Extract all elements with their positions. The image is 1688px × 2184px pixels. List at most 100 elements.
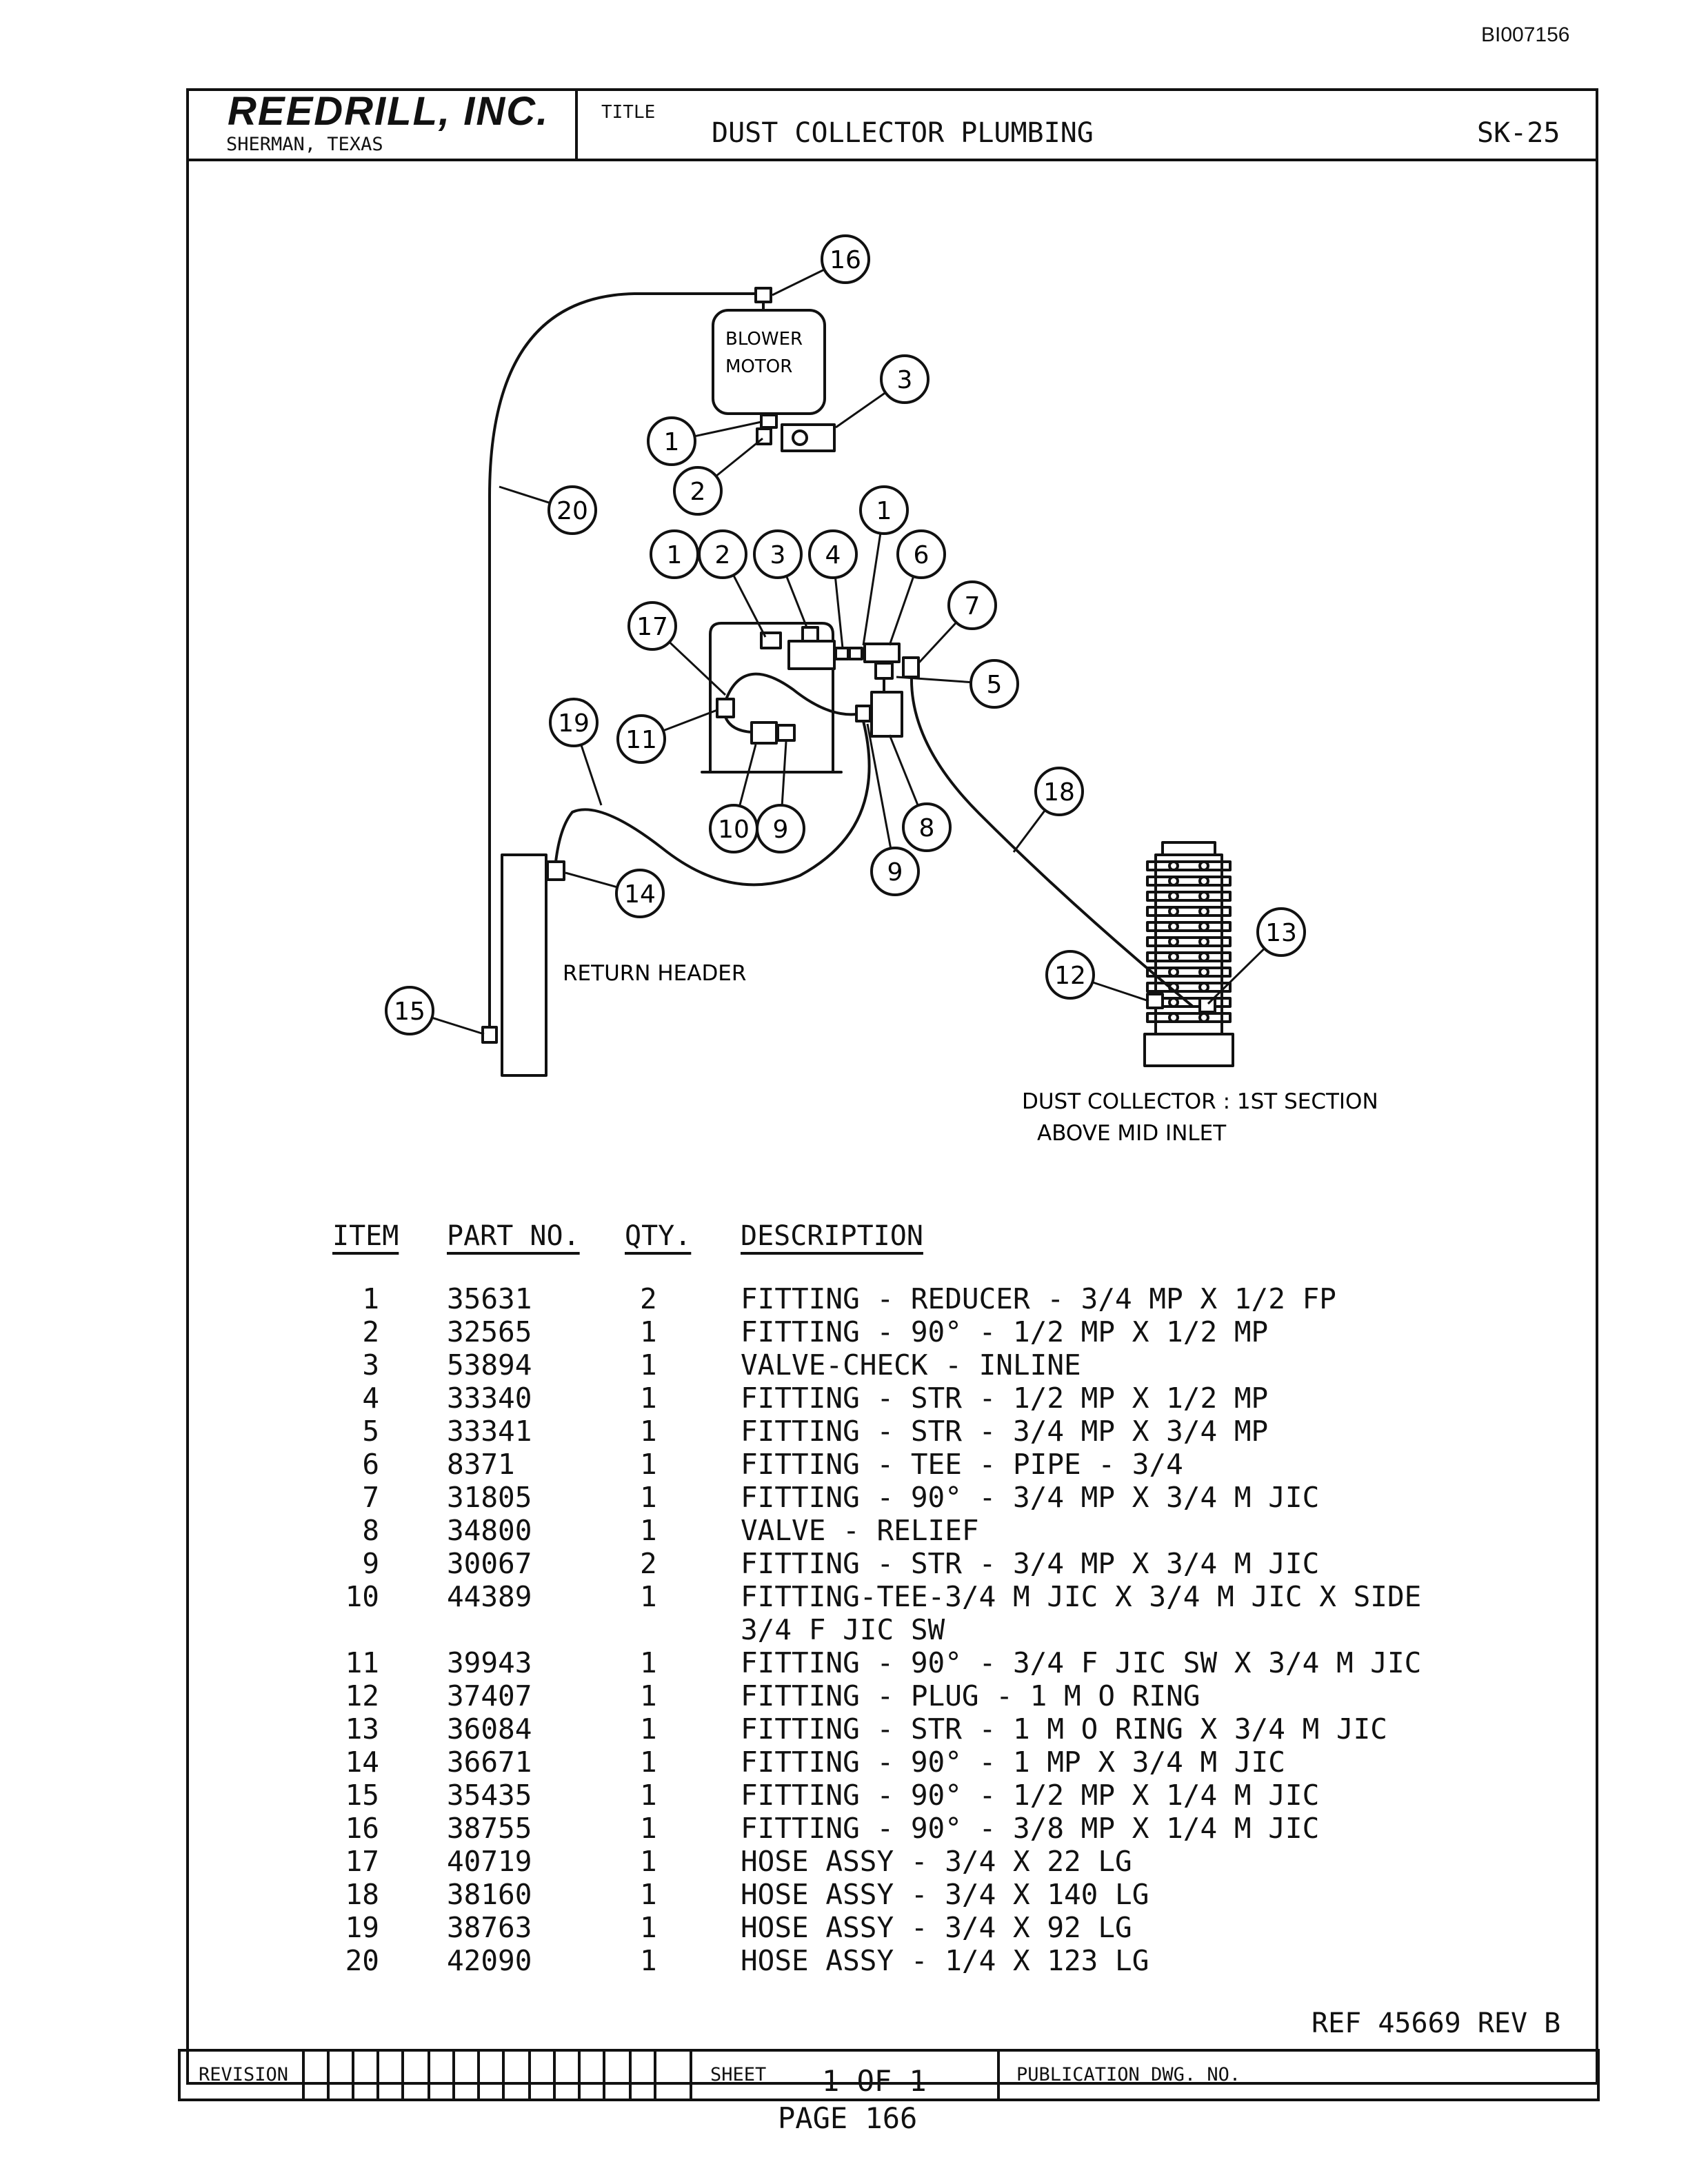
callout-circle (859, 485, 909, 535)
callout-leader (715, 437, 763, 477)
part-number: 8371 (447, 1448, 515, 1481)
callout-number: 9 (773, 816, 789, 844)
dust-collector-label-line2: ABOVE MID INLET (1037, 1121, 1227, 1146)
footer-top-border (178, 2049, 1600, 2052)
hose-18-line (910, 676, 1194, 1008)
item-number: 2 (362, 1315, 379, 1348)
quantity: 1 (640, 1911, 657, 1944)
sheet-value: 1 OF 1 (822, 2064, 927, 2098)
part-number: 42090 (447, 1944, 532, 1977)
fitting-2-cluster-shape (760, 631, 782, 649)
description: FITTING - PLUG - 1 M O RING (741, 1679, 1200, 1712)
dust-collector-port (1198, 982, 1209, 993)
quantity: 1 (640, 1580, 657, 1613)
revision-cell-divider (452, 2049, 455, 2101)
dust-collector-port (1198, 967, 1209, 978)
drawing-title: DUST COLLECTOR PLUMBING (712, 117, 1094, 149)
callout-leader (785, 576, 808, 628)
callout-circle (947, 580, 997, 630)
callout-number: 19 (558, 709, 590, 738)
callout-leader (580, 744, 603, 806)
callout-number: 1 (667, 541, 683, 569)
part-number: 31805 (447, 1481, 532, 1514)
callout-leader (732, 574, 767, 638)
callout-number: 11 (625, 726, 657, 754)
tank-outline (709, 622, 834, 774)
callout-circle (1034, 767, 1084, 816)
description: FITTING - STR - 3/4 MP X 3/4 MP (741, 1415, 1269, 1448)
quantity: 1 (640, 1845, 657, 1878)
dust-collector-row (1146, 906, 1232, 917)
revision-cell-divider (578, 2049, 581, 2101)
fitting-4-shape (834, 647, 850, 660)
item-number: 11 (345, 1646, 379, 1679)
callout-circle (902, 802, 952, 852)
part-number: 38755 (447, 1812, 532, 1845)
document-id: BI007156 (1481, 23, 1570, 46)
callout-number: 1 (876, 497, 892, 525)
fitting-11-shape (716, 698, 735, 718)
page-number: PAGE 166 (778, 2101, 918, 2135)
quantity: 1 (640, 1646, 657, 1679)
sheet-label: SHEET (710, 2064, 767, 2085)
revision-cell-divider (352, 2049, 354, 2101)
hose-19-line (554, 720, 871, 887)
description: FITTING - 90° - 1 MP X 3/4 M JIC (741, 1746, 1285, 1779)
item-number: 7 (362, 1481, 379, 1514)
dust-collector-row (1146, 860, 1232, 871)
check-valve-3-cluster-shape (787, 640, 836, 670)
dust-collector-port (1198, 1012, 1209, 1023)
blower-label-line1: BLOWER (725, 329, 803, 350)
callout-number: 3 (770, 541, 786, 569)
part-number: 44389 (447, 1580, 532, 1613)
callout-leader (694, 421, 762, 438)
dust-collector-port (1198, 921, 1209, 932)
part-number: 39943 (447, 1646, 532, 1679)
quantity: 1 (640, 1812, 657, 1845)
part-number: 30067 (447, 1547, 532, 1580)
dust-collector-port (1168, 876, 1179, 887)
item-number: 3 (362, 1348, 379, 1382)
callout-circle (870, 847, 920, 896)
sheet-code: SK-25 (1477, 117, 1560, 149)
callout-leader (431, 1016, 485, 1035)
header-description: DESCRIPTION (741, 1220, 923, 1252)
item-number: 20 (345, 1944, 379, 1977)
quantity: 1 (640, 1315, 657, 1348)
part-number: 38763 (447, 1911, 532, 1944)
dust-collector-port (1198, 936, 1209, 947)
callout-number: 4 (825, 541, 841, 569)
callout-number: 6 (914, 541, 930, 569)
description: FITTING - REDUCER - 3/4 MP X 1/2 FP (741, 1282, 1336, 1315)
part-number: 34800 (447, 1514, 532, 1547)
company-location: SHERMAN, TEXAS (226, 134, 383, 155)
item-number: 14 (345, 1746, 379, 1779)
description: FITTING - 90° - 1/2 MP X 1/4 M JIC (741, 1779, 1320, 1812)
quantity: 1 (640, 1779, 657, 1812)
revision-cell-divider (603, 2049, 605, 2101)
footer-sheet-divider (690, 2049, 692, 2101)
item-number: 17 (345, 1845, 379, 1878)
description: FITTING - 90° - 1/2 MP X 1/2 MP (741, 1315, 1269, 1348)
header-item: ITEM (332, 1220, 399, 1252)
fitting-9-upper-shape (855, 705, 872, 722)
dust-collector-port (1198, 891, 1209, 902)
revision-cell-divider (553, 2049, 556, 2101)
footer-bottom-border (178, 2099, 1600, 2101)
item-number: 4 (362, 1382, 379, 1415)
item-number: 9 (362, 1547, 379, 1580)
